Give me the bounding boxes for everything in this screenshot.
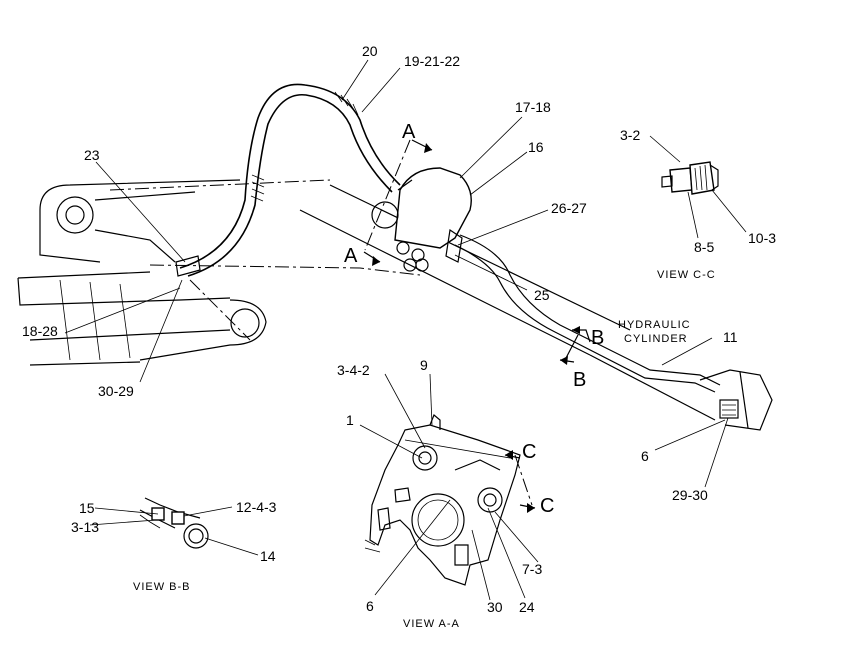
valve-assembly [371,167,472,272]
view-aa-title: VIEW A-A [403,618,460,630]
view-aa-bracket [364,414,521,586]
callout-24: 24 [519,599,535,615]
callout-8-5: 8-5 [694,239,714,255]
callout-23: 23 [84,147,100,163]
view-cc-fitting [661,161,719,195]
section-a-cut [363,139,433,266]
callout-11: 11 [723,329,738,345]
leader-lines [64,59,747,601]
callout-19-21-22: 19-21-22 [404,53,460,69]
callout-6-bottom: 6 [366,598,374,614]
section-c-bottom: C [540,495,554,517]
view-cc-title: VIEW C-C [657,269,716,281]
hose-loop [175,83,401,277]
center-line [109,179,331,191]
section-b-bottom: B [573,369,586,391]
note-cylinder: CYLINDER [624,333,688,345]
callout-25: 25 [534,287,550,303]
callout-3-2: 3-2 [620,127,640,143]
hydraulic-cylinder [699,369,773,431]
center-line [149,264,421,276]
callout-7-3: 7-3 [522,561,542,577]
hydraulic-lines [299,184,721,421]
callout-6-right: 6 [641,448,649,464]
boom-frame [17,179,267,366]
callout-30-29: 30-29 [98,383,134,399]
section-c-cut [504,450,536,513]
section-letters: A A B B C C [344,121,604,517]
center-line [189,279,251,341]
callout-10-3: 10-3 [748,230,776,246]
callout-3-13: 3-13 [71,519,99,535]
section-b-cut [559,326,591,365]
callout-12-4-3: 12-4-3 [236,499,277,515]
callout-14: 14 [260,548,276,564]
callout-29-30: 29-30 [672,487,708,503]
callout-18-28: 18-28 [22,323,58,339]
callout-15: 15 [79,500,95,516]
callout-16: 16 [528,139,544,155]
callout-1: 1 [346,412,354,428]
section-c-top: C [522,441,536,463]
section-a-top: A [402,121,416,143]
callout-17-18: 17-18 [515,99,551,115]
callout-3-4-2: 3-4-2 [337,362,370,378]
callout-9: 9 [420,357,428,373]
view-bb-clamp [139,497,209,549]
callout-30: 30 [487,599,503,615]
section-a-bottom: A [344,245,358,267]
callout-26-27: 26-27 [551,200,587,216]
note-hydraulic: HYDRAULIC [618,319,691,331]
section-b-top: B [591,327,604,349]
callout-labels: 20 19-21-22 17-18 16 23 26-27 25 18-28 3… [22,43,776,615]
view-bb-title: VIEW B-B [133,581,191,593]
callout-20: 20 [362,43,378,59]
